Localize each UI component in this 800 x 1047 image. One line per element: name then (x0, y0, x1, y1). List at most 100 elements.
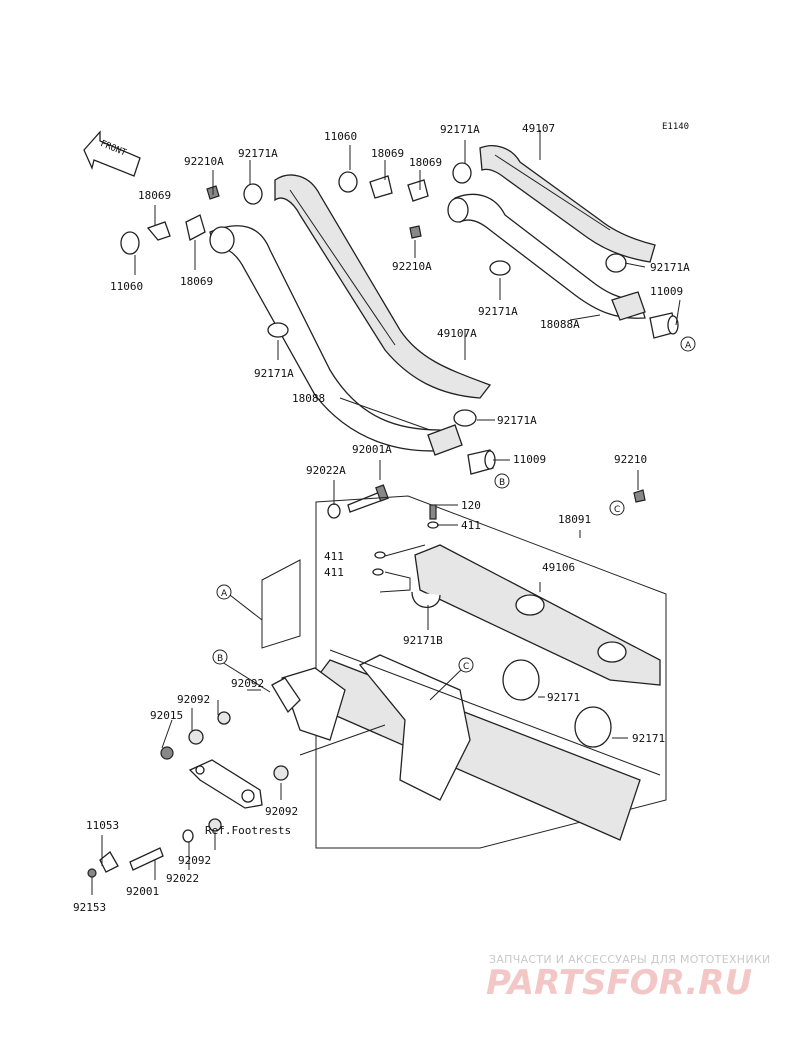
label-92210: 92210 (614, 453, 647, 466)
callout-b-lower (212, 649, 228, 665)
label-92171a-mid-left: 92171A (254, 367, 294, 380)
label-92171a-top-left: 92171A (238, 147, 278, 160)
label-92171b: 92171B (403, 634, 443, 647)
label-411-low: 411 (324, 566, 344, 579)
bracket-11053 (99, 851, 119, 873)
label-18069-center-b: 18069 (409, 156, 442, 169)
label-92092-bottom: 92092 (178, 854, 211, 867)
callout-a-lower (216, 584, 232, 600)
clamp-92171a-mid-left (267, 322, 289, 338)
washer-92022 (182, 829, 194, 843)
clamp-92171a-right (605, 253, 627, 273)
clamp-92171a-top-center (452, 162, 472, 184)
clamp-92171b (411, 591, 441, 608)
nut-92092-c (273, 765, 289, 781)
callout-frame-a (261, 559, 301, 649)
watermark-tagline: ЗАПЧАСТИ И АКСЕССУАРЫ ДЛЯ МОТОТЕХНИКИ (489, 953, 771, 966)
label-11060-center: 11060 (324, 130, 357, 143)
label-18069-bottom-left: 18069 (180, 275, 213, 288)
callout-b-upper (494, 473, 510, 489)
label-92210a-left: 92210A (184, 155, 224, 168)
heat-shield-49107 (479, 145, 656, 263)
label-49106: 49106 (542, 561, 575, 574)
nut-92092-b (188, 729, 204, 745)
header-pipe-18088a (447, 193, 646, 319)
label-18091: 18091 (558, 513, 591, 526)
label-18069-center-a: 18069 (371, 147, 404, 160)
part-labels: 11060 18069 18069 92210A 92171A 92171A 1… (73, 122, 690, 914)
clamp-92171-upper (502, 659, 540, 701)
heat-shield-49107a (274, 174, 492, 399)
label-92022a: 92022A (306, 464, 346, 477)
label-92171-upper: 92171 (547, 691, 580, 704)
collar-11009-lower (427, 424, 496, 475)
label-92171a-lower: 92171A (497, 414, 537, 427)
label-411-top: 411 (461, 519, 481, 532)
label-92001a: 92001A (352, 443, 392, 456)
label-92092-top: 92092 (231, 677, 264, 690)
flange-18069-center-a (369, 175, 393, 199)
label-18069-top-left: 18069 (138, 189, 171, 202)
label-18088: 18088 (292, 392, 325, 405)
diagram-code: E1140 (662, 122, 689, 132)
nut-92092-a (217, 711, 231, 725)
callout-a-upper (680, 336, 696, 352)
collar-11009-upper (611, 291, 679, 339)
label-92210a-center: 92210A (392, 260, 432, 273)
ref-footrests-note: Ref.Footrests (205, 824, 291, 837)
callout-b-upper-label: B (499, 478, 505, 488)
label-92171-lower: 92171 (632, 732, 665, 745)
muffler-assembly-outline (315, 495, 667, 849)
label-92092-second: 92092 (177, 693, 210, 706)
label-92171a-mid-center: 92171A (478, 305, 518, 318)
clamp-92171a-top-left (243, 183, 263, 205)
label-92171a-top-center: 92171A (440, 123, 480, 136)
washer-411-mid (374, 551, 386, 559)
label-49107: 49107 (522, 122, 555, 135)
bracket-assembly (188, 677, 301, 809)
callout-a-upper-label: A (685, 341, 692, 351)
heat-guard-49106 (414, 544, 661, 686)
washer-92022a (327, 503, 341, 519)
screw-92153 (87, 868, 97, 878)
label-49107a: 49107A (437, 327, 477, 340)
bolt-92001 (129, 847, 164, 871)
callout-c-upper (609, 500, 625, 516)
label-92015: 92015 (150, 709, 183, 722)
watermark: ЗАПЧАСТИ И АКСЕССУАРЫ ДЛЯ МОТОТЕХНИКИ PA… (486, 953, 771, 1003)
front-arrow: FRONT (83, 130, 141, 177)
nut-92015 (160, 746, 174, 760)
label-18088a: 18088A (540, 318, 580, 331)
callout-a-lower-label: A (221, 589, 228, 599)
clamp-92171-lower (574, 706, 612, 748)
nut-92210a-center (409, 225, 422, 239)
gasket-11060-center (338, 171, 358, 193)
bolt-head-92001a (375, 484, 389, 502)
label-120: 120 (461, 499, 481, 512)
washer-411-top (427, 521, 439, 529)
nut-92092-d (208, 818, 222, 832)
label-11009-upper: 11009 (650, 285, 683, 298)
label-11009-lower: 11009 (513, 453, 546, 466)
clamp-92171a-lower (453, 409, 477, 427)
callout-b-lower-label: B (217, 654, 223, 664)
bolt-120 (429, 504, 437, 520)
label-11053: 11053 (86, 819, 119, 832)
label-92022: 92022 (166, 872, 199, 885)
washer-leaders (379, 544, 426, 593)
washer-411-low (372, 568, 384, 576)
callout-c-upper-label: C (614, 505, 620, 515)
nut-92210 (633, 489, 646, 503)
muffler-18091 (281, 649, 661, 841)
flange-18069-left-a (146, 221, 171, 241)
label-11060-left: 11060 (110, 280, 143, 293)
label-92153: 92153 (73, 901, 106, 914)
leader-lines (91, 130, 681, 895)
clamp-92171a-mid-center (489, 260, 511, 276)
callout-c-lower-label: C (463, 662, 469, 672)
label-92092-right: 92092 (265, 805, 298, 818)
label-92171a-right: 92171A (650, 261, 690, 274)
label-411-mid: 411 (324, 550, 344, 563)
